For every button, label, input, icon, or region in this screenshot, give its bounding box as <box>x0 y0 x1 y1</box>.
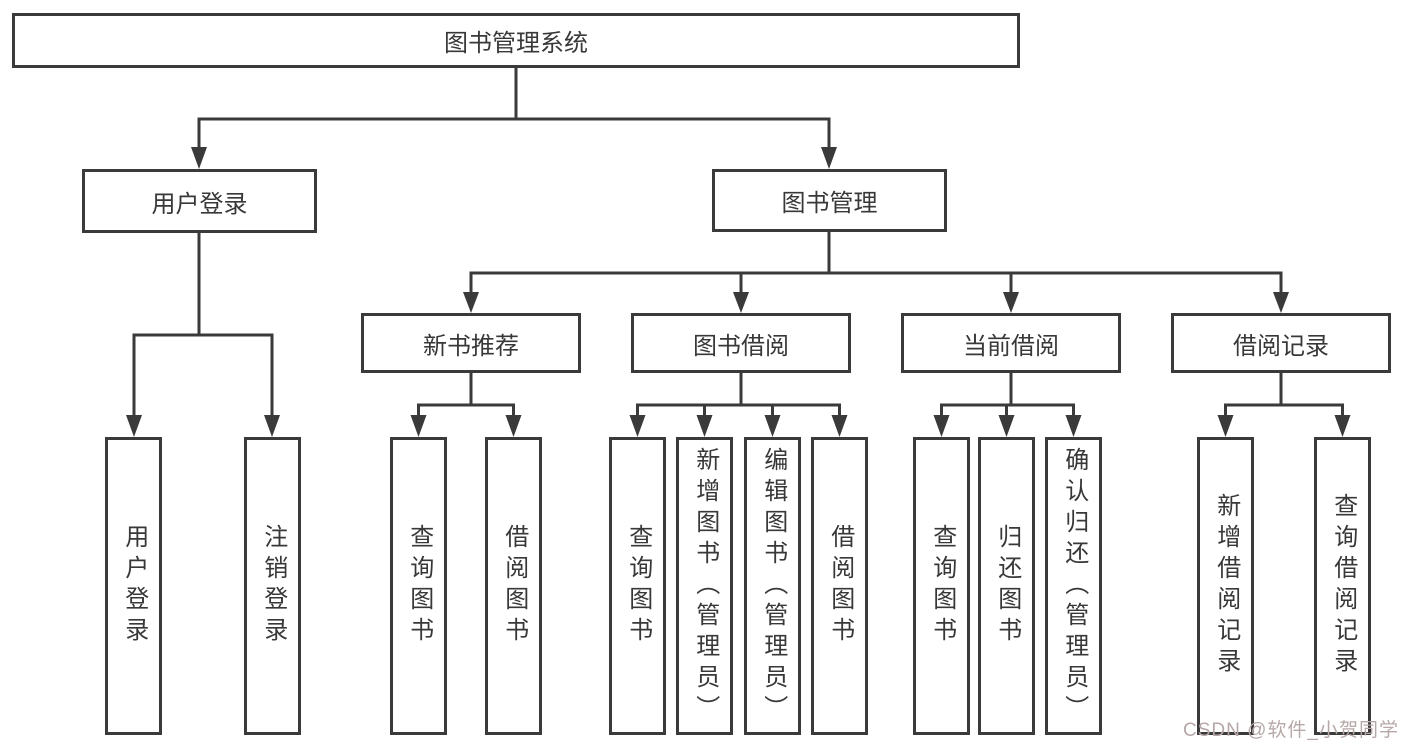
node-new-book-recommend-label: 新书推荐 <box>423 332 519 360</box>
leaf-confirm-return-admin: 确认归还（管理员） <box>1045 437 1102 735</box>
node-book-management-label: 图书管理 <box>781 190 878 217</box>
leaf-query-book-recommend: 查询图书 <box>390 437 447 735</box>
node-borrow-records: 借阅记录 <box>1171 313 1391 373</box>
watermark-text: CSDN @软件_小贺同学 <box>1183 720 1399 741</box>
node-book-management: 图书管理 <box>712 169 947 232</box>
leaf-edit-book-admin-label: 编辑图书（管理员） <box>759 446 787 726</box>
leaf-add-borrow-record-label: 新增借阅记录 <box>1212 493 1240 679</box>
leaf-logout: 注销登录 <box>244 437 301 735</box>
node-book-borrow: 图书借阅 <box>631 313 851 373</box>
node-user-login: 用户登录 <box>82 169 317 233</box>
leaf-user-login-label: 用户登录 <box>120 524 148 648</box>
node-root: 图书管理系统 <box>12 13 1020 68</box>
node-current-borrow-label: 当前借阅 <box>963 332 1059 360</box>
leaf-query-book-borrow-label: 查询图书 <box>624 524 652 648</box>
node-root-label: 图书管理系统 <box>444 30 588 57</box>
leaf-borrow-book-label: 借阅图书 <box>826 524 854 648</box>
node-current-borrow: 当前借阅 <box>901 313 1121 373</box>
leaf-user-login: 用户登录 <box>105 437 162 735</box>
leaf-confirm-return-admin-label: 确认归还（管理员） <box>1060 446 1088 726</box>
node-book-borrow-label: 图书借阅 <box>693 332 789 360</box>
leaf-borrow-book: 借阅图书 <box>811 437 868 735</box>
leaf-query-book-current: 查询图书 <box>913 437 970 735</box>
leaf-query-borrow-record: 查询借阅记录 <box>1314 437 1371 735</box>
leaf-borrow-book-recommend-label: 借阅图书 <box>500 524 528 648</box>
node-new-book-recommend: 新书推荐 <box>361 313 581 373</box>
node-borrow-records-label: 借阅记录 <box>1233 332 1329 360</box>
leaf-logout-label: 注销登录 <box>259 524 287 648</box>
leaf-borrow-book-recommend: 借阅图书 <box>485 437 542 735</box>
leaf-return-book: 归还图书 <box>978 437 1035 735</box>
leaf-add-borrow-record: 新增借阅记录 <box>1197 437 1254 735</box>
leaf-query-book-recommend-label: 查询图书 <box>405 524 433 648</box>
leaf-return-book-label: 归还图书 <box>993 524 1021 648</box>
node-user-login-label: 用户登录 <box>151 190 248 218</box>
leaf-query-book-borrow: 查询图书 <box>609 437 666 735</box>
leaf-add-book-admin: 新增图书（管理员） <box>676 437 733 735</box>
leaf-query-borrow-record-label: 查询借阅记录 <box>1329 493 1357 679</box>
leaf-query-book-current-label: 查询图书 <box>928 524 956 648</box>
leaf-edit-book-admin: 编辑图书（管理员） <box>744 437 801 735</box>
leaf-add-book-admin-label: 新增图书（管理员） <box>691 446 719 726</box>
